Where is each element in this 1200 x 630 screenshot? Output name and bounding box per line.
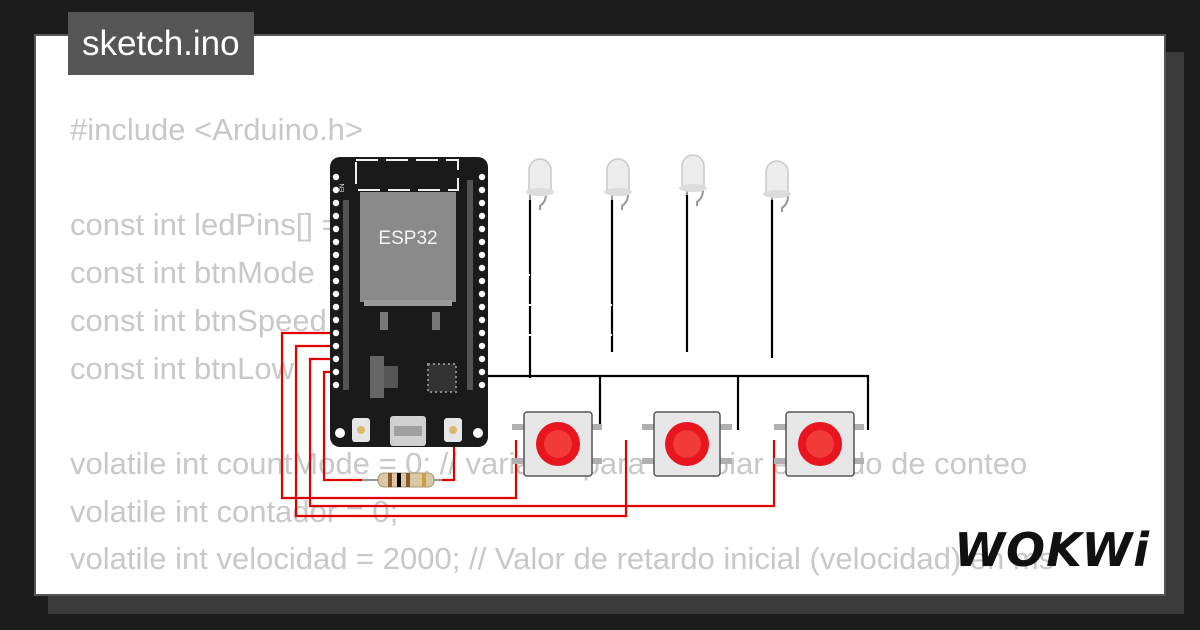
led-1[interactable]	[526, 158, 554, 210]
push-button-3[interactable]	[774, 411, 864, 477]
wire	[308, 357, 776, 508]
led-2[interactable]	[604, 158, 632, 210]
wire	[294, 344, 628, 518]
led-wires	[528, 195, 774, 378]
resistor[interactable]	[362, 472, 442, 488]
code-line: volatile int velocidad = 2000; // Valor …	[70, 541, 1055, 577]
code-line: #include <Arduino.h>	[70, 112, 364, 147]
code-preview-card: #include <Arduino.h> const int ledPins[]…	[34, 34, 1166, 596]
gnd-wires	[482, 374, 870, 430]
chip-label: ESP32	[378, 228, 437, 249]
code-line: const int btnMode	[70, 255, 315, 291]
wokwi-logo: WOKWi	[954, 523, 1150, 577]
pin-silkscreen	[343, 180, 473, 390]
file-name-tag[interactable]: sketch.ino	[68, 12, 254, 75]
push-button-2[interactable]	[642, 411, 732, 477]
code-line: const int btnLow	[70, 350, 295, 386]
header-pins	[332, 173, 486, 389]
push-button-1[interactable]	[512, 411, 602, 477]
code-preview: #include <Arduino.h> const int ledPins[]…	[70, 106, 1054, 583]
code-line: volatile int contador = 0;	[70, 493, 399, 529]
wire-breaks	[488, 274, 612, 336]
led-4[interactable]	[763, 160, 791, 212]
pin-label-en: EN	[340, 184, 346, 192]
wire	[280, 331, 518, 500]
led-3[interactable]	[679, 154, 707, 206]
esp32-board[interactable]: ESP32 EN	[330, 157, 488, 447]
wire	[482, 374, 870, 430]
